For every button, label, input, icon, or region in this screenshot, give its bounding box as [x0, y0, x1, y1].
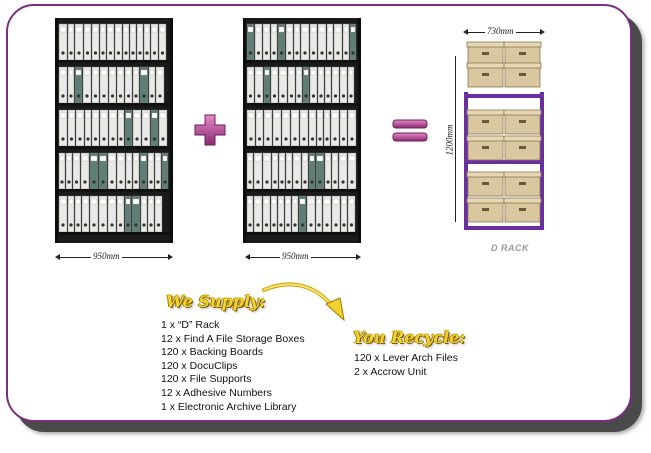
- dim-label-rack-height: 1200mm: [444, 122, 455, 158]
- shelving-unit-1: [55, 18, 173, 243]
- shelving-unit-2: [243, 18, 361, 243]
- list-item: 120 x DocuClips: [161, 359, 238, 372]
- list-item: 1 x Electronic Archive Library: [161, 400, 297, 413]
- list-item: 120 x Backing Boards: [161, 346, 264, 359]
- dim-label-rack-width: 730mm: [485, 26, 516, 36]
- supply-heading: We Supply:: [166, 292, 266, 311]
- dim-line-rack-height: [455, 56, 456, 222]
- dim-label-shelf1: 950mm: [91, 251, 122, 261]
- rack-label: D RACK: [491, 243, 529, 253]
- recycle-list: 120 x Lever Arch Files 2 x Accrow Unit: [354, 352, 458, 379]
- list-item: 12 x Find A File Storage Boxes: [161, 332, 305, 345]
- plus-icon: [194, 114, 226, 146]
- curved-arrow-icon: [262, 282, 345, 322]
- recycle-heading: You Recycle:: [353, 328, 466, 347]
- list-item: 2 x Accrow Unit: [354, 365, 427, 378]
- dim-label-shelf2: 950mm: [280, 251, 311, 261]
- list-item: 1 x “D” Rack: [161, 319, 220, 331]
- equals-icon: [392, 119, 428, 142]
- list-item: 12 x Adhesive Numbers: [161, 386, 272, 399]
- d-rack: [464, 41, 544, 230]
- supply-list: 1 x “D” Rack 12 x Find A File Storage Bo…: [161, 319, 305, 414]
- list-item: 120 x Lever Arch Files: [354, 352, 458, 364]
- list-item: 120 x File Supports: [161, 373, 252, 386]
